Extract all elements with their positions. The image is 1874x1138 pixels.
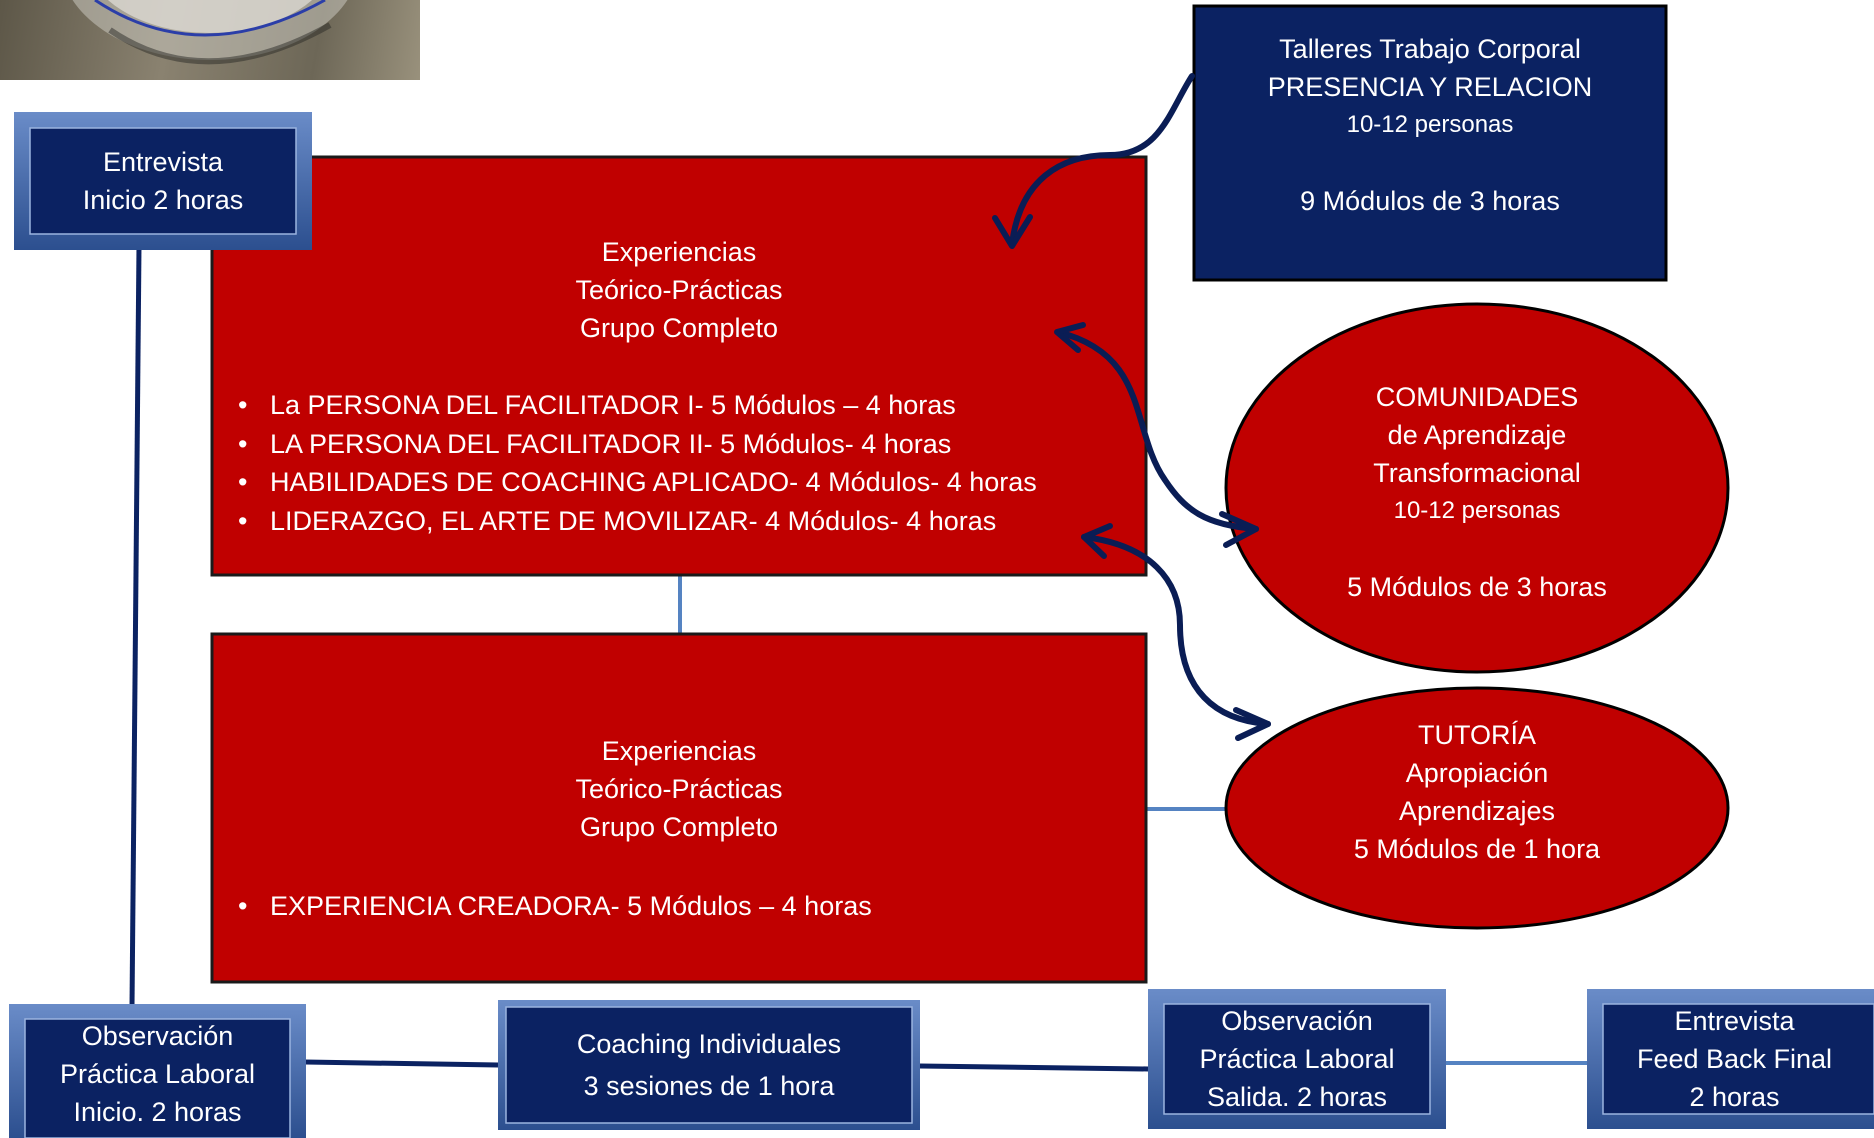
comunidades-line-3: Transformacional bbox=[1373, 458, 1581, 488]
coaching-line-2: 3 sesiones de 1 hora bbox=[583, 1071, 835, 1101]
comunidades-line-2: de Aprendizaje bbox=[1387, 420, 1567, 450]
experiencias-1-heading-line-2: Teórico-Prácticas bbox=[575, 275, 783, 305]
arrowhead-tutoria-start bbox=[1081, 523, 1113, 559]
observacion-inicio-box: Observación Práctica Laboral Inicio. 2 h… bbox=[25, 1017, 290, 1131]
entrevista-final-box: Entrevista Feed Back Final 2 horas bbox=[1603, 1002, 1866, 1116]
experiencias-1-bullet: HABILIDADES DE COACHING APLICADO- 4 Módu… bbox=[225, 463, 1037, 502]
experiencias-1-bullet: LA PERSONA DEL FACILITADOR II- 5 Módulos… bbox=[225, 425, 1037, 464]
observacion-inicio-line-1: Observación bbox=[81, 1021, 234, 1051]
comunidades-ellipse: COMUNIDADES de Aprendizaje Transformacio… bbox=[1226, 378, 1728, 606]
observacion-salida-box: Observación Práctica Laboral Salida. 2 h… bbox=[1164, 1002, 1430, 1116]
arrow-experiencias-to-tutoria bbox=[1081, 534, 1271, 727]
connector-line-vertical bbox=[129, 245, 142, 1007]
talleres-line-2: PRESENCIA Y RELACION bbox=[1267, 72, 1593, 102]
entrevista-inicio-frame bbox=[14, 112, 312, 250]
entrevista-final-line-3: 2 horas bbox=[1689, 1082, 1780, 1112]
entrevista-inicio-line-1: Entrevista bbox=[102, 147, 224, 177]
image-thumbnail-icon bbox=[72, 0, 348, 65]
arrowhead-tutoria-end bbox=[1233, 707, 1271, 741]
entrevista-final-frame bbox=[1587, 989, 1874, 1129]
arrowhead-comunidades-end bbox=[1219, 511, 1259, 548]
arrow-experiencias-to-comunidades bbox=[1055, 329, 1259, 532]
arrowhead-talleres bbox=[992, 214, 1033, 249]
tutoria-line-4: 5 Módulos de 1 hora bbox=[1353, 834, 1601, 864]
observacion-salida-frame bbox=[1148, 989, 1446, 1129]
observacion-salida-line-2: Práctica Laboral bbox=[1199, 1044, 1395, 1074]
arrow-talleres-to-experiencias bbox=[1009, 73, 1195, 247]
entrevista-inicio-box: Entrevista Inicio 2 horas bbox=[30, 128, 296, 234]
comunidades-line-4: 10-12 personas bbox=[1393, 497, 1561, 524]
experiencias-2-heading-line-1: Experiencias bbox=[601, 736, 757, 766]
tutoria-line-1: TUTORÍA bbox=[1417, 720, 1536, 750]
talleres-line-5: 9 Módulos de 3 horas bbox=[1300, 186, 1560, 216]
connector-line-obs-coaching bbox=[304, 1059, 499, 1068]
experiencias-2-bullet-list: EXPERIENCIA CREADORA- 5 Módulos – 4 hora… bbox=[225, 887, 872, 926]
observacion-inicio-line-3: Inicio. 2 horas bbox=[73, 1097, 242, 1127]
talleres-line-1: Talleres Trabajo Corporal bbox=[1279, 34, 1581, 64]
arrowhead-comunidades-start bbox=[1054, 322, 1086, 353]
talleres-box: Talleres Trabajo Corporal PRESENCIA Y RE… bbox=[1194, 30, 1666, 220]
photo-thumbnail bbox=[0, 0, 420, 80]
coaching-box: Coaching Individuales 3 sesiones de 1 ho… bbox=[506, 1007, 912, 1123]
tutoria-line-2: Apropiación bbox=[1405, 758, 1549, 788]
experiencias-1-heading: Experiencias Teórico-Prácticas Grupo Com… bbox=[212, 233, 1146, 347]
experiencias-2-bullet: EXPERIENCIA CREADORA- 5 Módulos – 4 hora… bbox=[225, 887, 872, 926]
tutoria-line-3: Aprendizajes bbox=[1398, 796, 1556, 826]
experiencias-1-bullet-list: La PERSONA DEL FACILITADOR I- 5 Módulos … bbox=[225, 386, 1037, 540]
comunidades-line-1: COMUNIDADES bbox=[1375, 382, 1579, 412]
experiencias-1-bullet: LIDERAZGO, EL ARTE DE MOVILIZAR- 4 Módul… bbox=[225, 502, 1037, 541]
observacion-inicio-frame bbox=[9, 1004, 306, 1138]
observacion-salida-line-3: Salida. 2 horas bbox=[1206, 1082, 1388, 1112]
talleres-line-3: 10-12 personas bbox=[1346, 111, 1514, 138]
experiencias-2-heading-line-3: Grupo Completo bbox=[579, 812, 779, 842]
comunidades-line-6: 5 Módulos de 3 horas bbox=[1347, 572, 1607, 602]
tutoria-ellipse-shape bbox=[1224, 686, 1730, 930]
experiencias-1-bullet: La PERSONA DEL FACILITADOR I- 5 Módulos … bbox=[225, 386, 1037, 425]
observacion-inicio-line-2: Práctica Laboral bbox=[59, 1059, 256, 1089]
coaching-frame bbox=[498, 1000, 920, 1130]
tutoria-ellipse: TUTORÍA Apropiación Aprendizajes 5 Módul… bbox=[1226, 716, 1728, 868]
observacion-salida-line-1: Observación bbox=[1221, 1006, 1373, 1036]
experiencias-1-heading-line-1: Experiencias bbox=[601, 237, 757, 267]
experiencias-2-heading-line-2: Teórico-Prácticas bbox=[575, 774, 783, 804]
talleres-box-shape bbox=[1192, 4, 1668, 282]
entrevista-inicio-line-2: Inicio 2 horas bbox=[82, 185, 244, 215]
experiencias-1-heading-line-3: Grupo Completo bbox=[579, 313, 779, 343]
coaching-line-1: Coaching Individuales bbox=[576, 1029, 842, 1059]
comunidades-ellipse-shape bbox=[1224, 302, 1730, 674]
experiencias-2-heading: Experiencias Teórico-Prácticas Grupo Com… bbox=[212, 732, 1146, 846]
connector-line-coaching-obs bbox=[919, 1063, 1149, 1072]
entrevista-final-line-1: Entrevista bbox=[1674, 1006, 1795, 1036]
entrevista-final-line-2: Feed Back Final bbox=[1636, 1044, 1833, 1074]
